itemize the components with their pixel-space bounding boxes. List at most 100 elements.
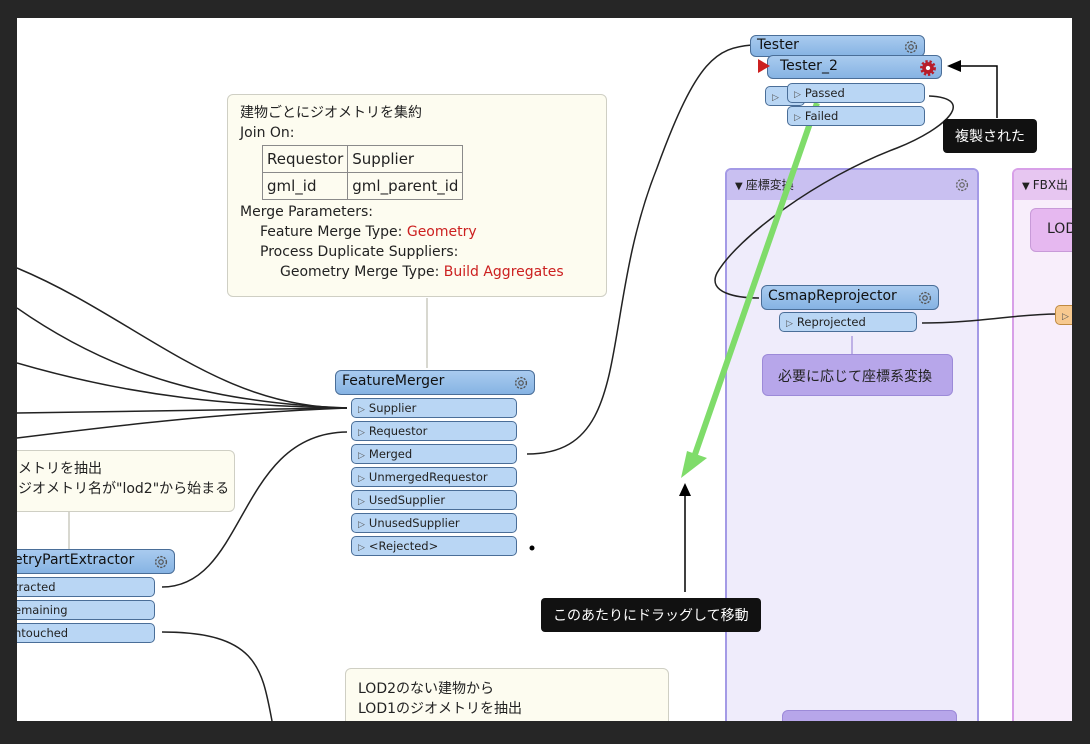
lower-annotation-box[interactable] [782, 710, 957, 721]
output-port-unmerged-requestor[interactable]: ▷UnmergedRequestor [351, 467, 517, 487]
drag-arrow-icon [689, 102, 820, 464]
port-arrow-icon: ▷ [358, 497, 365, 507]
output-port-untouched[interactable]: ntouched [17, 623, 155, 643]
output-port-passed[interactable]: ▷Passed [787, 83, 925, 103]
drag-move-callout-text: このあたりにドラッグして移動 [553, 608, 749, 624]
output-port-reprojected[interactable]: ▷Reprojected [779, 312, 917, 332]
gear-icon[interactable] [916, 289, 934, 307]
bookmark-header[interactable]: ▼座標変換 [727, 170, 977, 200]
up-arrow-head-icon [679, 483, 691, 496]
merge-note-title: 建物ごとにジオメトリを集約 [240, 105, 422, 121]
connection-layer [17, 44, 1058, 721]
drag-arrow-head-icon [681, 451, 707, 478]
port-arrow-icon: ▷ [786, 319, 793, 329]
geom-merge-label: Geometry Merge Type: [280, 264, 440, 280]
csmap-header[interactable]: CsmapReprojector [761, 285, 939, 310]
fbx-input-port[interactable]: ▷ [1055, 305, 1072, 325]
extract-note-line2: ジオメトリ名が"lod2"から始まる [18, 481, 230, 497]
featuremerger-name: FeatureMerger [342, 373, 445, 389]
port-arrow-icon: ▷ [358, 405, 365, 415]
input-port-requestor[interactable]: ▷Requestor [351, 421, 517, 441]
port-arrow-icon: ▷ [358, 451, 365, 461]
process-dup-label: Process Duplicate Suppliers: [260, 244, 459, 260]
duplicated-callout: 複製された [943, 119, 1037, 153]
output-port-remaining[interactable]: emaining [17, 600, 155, 620]
red-gear-icon[interactable] [919, 59, 937, 77]
tester-name: Tester [757, 37, 799, 53]
drag-move-callout: このあたりにドラッグして移動 [541, 598, 761, 632]
bookmark-coord-transform[interactable]: ▼座標変換 [725, 168, 979, 721]
output-dot [529, 545, 535, 551]
extractor-name: etryPartExtractor [17, 552, 135, 568]
port-arrow-icon: ▷ [772, 93, 779, 103]
collapse-triangle-icon[interactable]: ▼ [735, 181, 743, 192]
table-header-supplier: Supplier [347, 145, 464, 173]
extractor-header[interactable]: etryPartExtractor [17, 549, 175, 574]
port-label: emaining [17, 603, 68, 617]
gear-icon[interactable] [953, 176, 971, 194]
port-label: Merged [368, 447, 413, 461]
feature-merge-line: Feature Merge Type: Geometry [240, 222, 606, 242]
bookmark-title: 座標変換 [745, 178, 794, 192]
lod-note[interactable]: LOD2のない建物から LOD1のジオメトリを抽出 [345, 668, 669, 721]
output-port-merged[interactable]: ▷Merged [351, 444, 517, 464]
table-cell-gml-id: gml_id [261, 172, 349, 200]
port-arrow-icon: ▷ [358, 474, 365, 484]
connection-line [17, 407, 348, 414]
port-label: Supplier [368, 401, 417, 415]
input-port-supplier[interactable]: ▷Supplier [351, 398, 517, 418]
tester2-header[interactable]: Tester_2 [767, 55, 942, 79]
output-port-extracted[interactable]: tracted [17, 577, 155, 597]
gear-icon[interactable] [902, 38, 920, 56]
reproject-annotation[interactable]: 必要に応じて座標系変換 [762, 354, 953, 396]
port-arrow-icon: ▷ [794, 113, 801, 123]
port-label: <Rejected> [368, 539, 439, 553]
port-arrow-icon: ▷ [794, 90, 801, 100]
output-port-used-supplier[interactable]: ▷UsedSupplier [351, 490, 517, 510]
connection-line [17, 267, 348, 409]
tester-header[interactable]: Tester [750, 35, 925, 57]
port-arrow-icon: ▷ [358, 520, 365, 530]
connection-line [526, 44, 753, 455]
output-port-failed[interactable]: ▷Failed [787, 106, 925, 126]
reproject-annotation-text: 必要に応じて座標系変換 [778, 369, 932, 385]
connection-line [161, 631, 273, 721]
connection-line [921, 313, 1058, 324]
bookmark-header[interactable]: ▼FBX出 [1014, 170, 1072, 200]
connection-line [17, 307, 348, 409]
port-label: ntouched [17, 626, 69, 640]
lod-annotation-box[interactable]: LOD [1030, 208, 1072, 252]
extract-note[interactable]: メトリを抽出 ジオメトリ名が"lod2"から始まる [17, 450, 235, 512]
port-label: Requestor [368, 424, 428, 438]
port-arrow-icon: ▷ [358, 543, 365, 553]
port-label: Reprojected [796, 315, 866, 329]
gear-icon[interactable] [512, 374, 530, 392]
rejected-flag-icon [758, 59, 770, 73]
lod-note-line1: LOD2のない建物から [358, 681, 495, 697]
output-port-rejected[interactable]: ▷<Rejected> [351, 536, 517, 556]
featuremerger-header[interactable]: FeatureMerger [335, 370, 535, 395]
gear-icon[interactable] [152, 553, 170, 571]
left-arrow-head-icon [947, 60, 961, 72]
join-on-label: Join On: [240, 125, 295, 141]
connection-line [17, 362, 348, 409]
extract-note-line1: メトリを抽出 [18, 461, 102, 477]
geom-merge-line: Geometry Merge Type: Build Aggregates [240, 262, 606, 282]
output-port-unused-supplier[interactable]: ▷UnusedSupplier [351, 513, 517, 533]
feature-merge-value: Geometry [406, 224, 477, 240]
port-label: Failed [804, 109, 839, 123]
port-label: UnusedSupplier [368, 516, 460, 530]
port-label: UsedSupplier [368, 493, 446, 507]
collapse-triangle-icon[interactable]: ▼ [1022, 181, 1030, 192]
csmap-name: CsmapReprojector [768, 288, 897, 304]
port-arrow-icon: ▷ [1062, 312, 1069, 322]
table-cell-gml-parent-id: gml_parent_id [347, 172, 464, 200]
port-label: Passed [804, 86, 845, 100]
connection-line [714, 95, 954, 299]
port-label: UnmergedRequestor [368, 470, 488, 484]
workspace-canvas[interactable]: ▼座標変換 ▼FBX出 LOD 必要に応じて座標系変換 [17, 18, 1072, 721]
bookmark-fbx-output[interactable]: ▼FBX出 [1012, 168, 1072, 721]
geom-merge-value: Build Aggregates [443, 264, 564, 280]
